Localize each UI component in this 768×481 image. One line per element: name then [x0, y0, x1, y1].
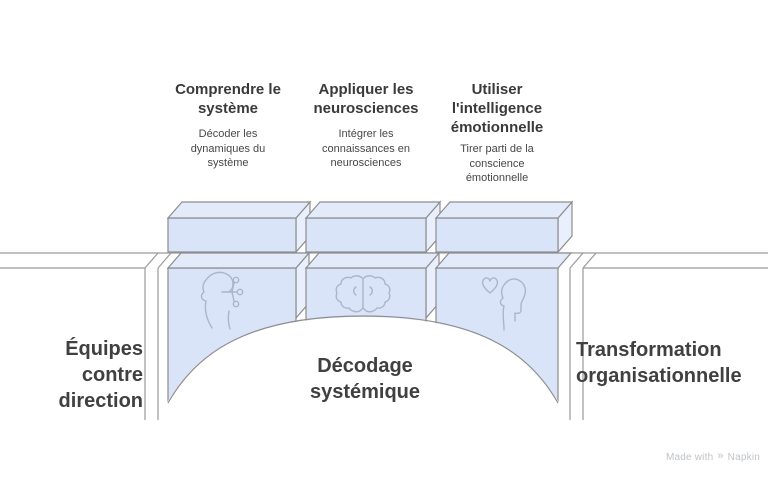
column-subtitle-utiliser: Tirer parti de la conscience émotionnell… [460, 143, 534, 185]
watermark-brand: Napkin [727, 452, 760, 463]
column-title-comprendre: Comprendre le système [175, 81, 281, 118]
right-pier [569, 252, 597, 420]
column-subtitle-appliquer: Intégrer les connaissances en neuroscien… [321, 128, 411, 170]
brain-icon [335, 275, 391, 313]
label-transformation-organisationnelle: Transformation organisationnelle [576, 339, 742, 387]
head-network-icon [200, 271, 244, 330]
napkin-logo-icon: » [717, 450, 724, 462]
napkin-watermark[interactable]: Made with » Napkin [665, 450, 760, 464]
left-pier [144, 252, 172, 420]
column-title-utiliser: Utiliser l'intelligence émotionnelle [450, 81, 544, 137]
label-equipes-contre-direction: Équipes contre direction [58, 338, 143, 412]
head-heart-icon [481, 277, 527, 331]
bridge-blocks [166, 200, 574, 254]
label-decodage-systemique: Décodage systémique [309, 355, 421, 403]
column-title-appliquer: Appliquer les neurosciences [313, 81, 419, 118]
watermark-prefix: Made with [665, 452, 714, 463]
column-subtitle-comprendre: Décoder les dynamiques du système [190, 128, 266, 170]
